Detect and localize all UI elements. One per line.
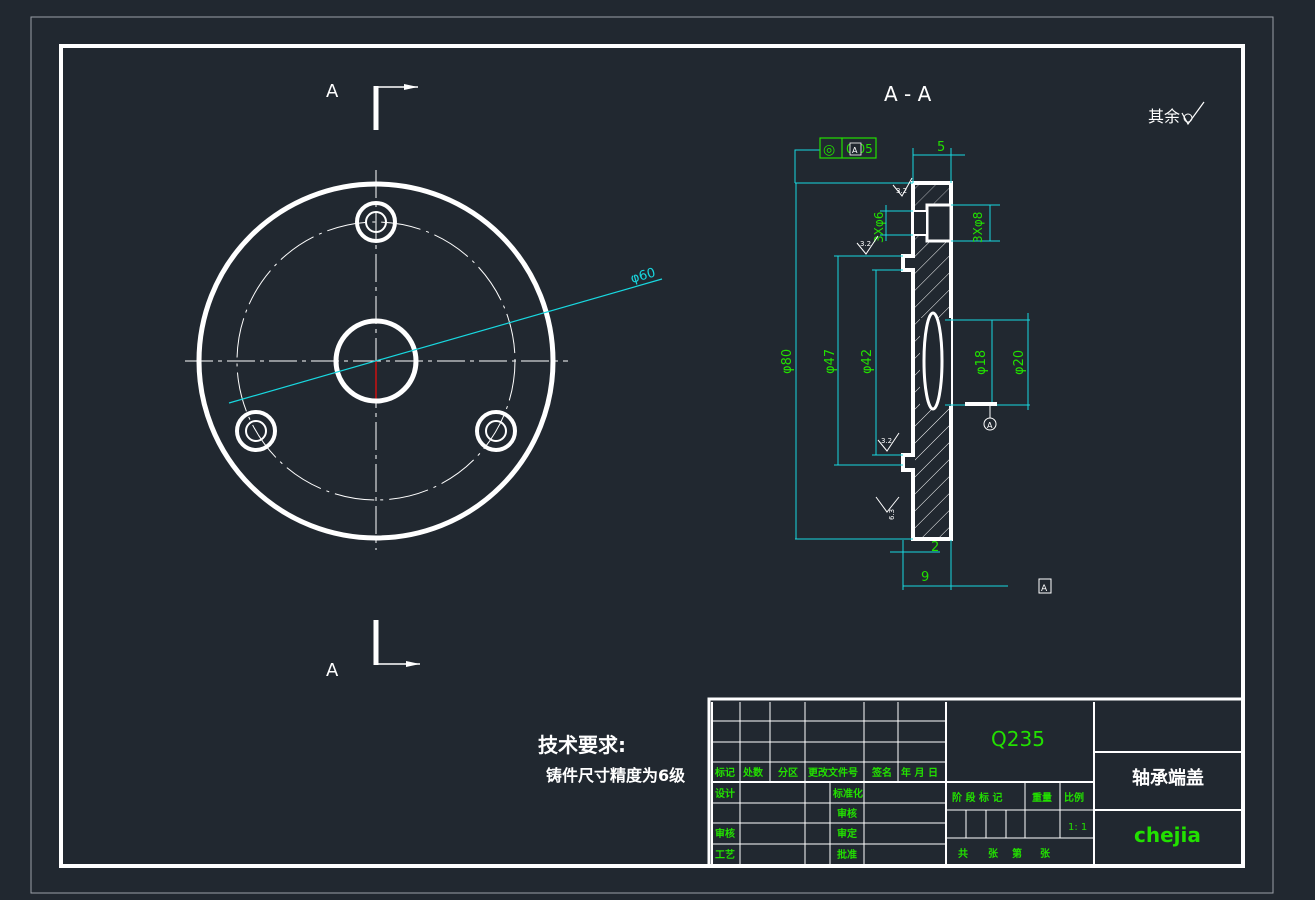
title-block: 标记 处数 分区 更改文件号 签名 年 月 日 设计 审核 工艺 标准化 审核 … bbox=[707, 697, 1245, 868]
bolt-hole-top bbox=[355, 201, 397, 243]
sheet-inner-border bbox=[59, 44, 1245, 868]
center-bore bbox=[333, 318, 419, 404]
tb-ratio: 比例 bbox=[1064, 791, 1084, 804]
tb-part-name: 轴承端盖 bbox=[1132, 767, 1204, 789]
tb-weight: 重量 bbox=[1032, 791, 1052, 804]
datum-box-letter: A bbox=[1041, 584, 1048, 594]
tb-sheet: 张 bbox=[988, 847, 999, 860]
dim-3x8: 3Xφ8 bbox=[971, 212, 985, 243]
tb-scale: 1: 1 bbox=[1068, 822, 1087, 833]
tech-req-line: 铸件尺寸精度为6级 bbox=[546, 766, 686, 785]
roughness-2: 3.2 bbox=[860, 240, 871, 248]
roughness-4: 6.3 bbox=[888, 509, 896, 520]
pcd-dim-label: φ60 bbox=[629, 266, 657, 287]
tb-sheet2: 张 bbox=[1040, 847, 1051, 860]
tb-approve: 批准 bbox=[837, 848, 857, 861]
pitch-circle bbox=[236, 221, 516, 501]
counterbore-hole bbox=[925, 203, 953, 243]
front-view: φ60 A A bbox=[185, 81, 663, 681]
dim-phi42: φ42 bbox=[860, 349, 875, 374]
roughness-other-note: 其余 bbox=[1148, 107, 1180, 126]
bore-section bbox=[922, 311, 944, 411]
tb-no: 第 bbox=[1012, 847, 1022, 860]
tb-check: 审核 bbox=[837, 807, 857, 820]
dim-phi47: φ47 bbox=[823, 349, 838, 374]
tb-header-3: 更改文件号 bbox=[808, 766, 858, 779]
tb-header-2: 分区 bbox=[778, 766, 798, 779]
dim-5: 5 bbox=[937, 140, 945, 155]
datum-letter: A bbox=[987, 421, 993, 430]
section-letter-top: A bbox=[326, 81, 339, 102]
tb-total: 共 bbox=[958, 847, 968, 860]
tolerance-datum: A bbox=[852, 146, 858, 155]
dim-9: 9 bbox=[921, 570, 929, 585]
tb-header-5: 年 月 日 bbox=[901, 766, 938, 779]
dim-phi20: φ20 bbox=[1012, 350, 1027, 375]
dim-2: 2 bbox=[931, 540, 939, 555]
tolerance-frame: ◎ 0.05 A bbox=[819, 137, 877, 159]
dim-phi18: φ18 bbox=[974, 350, 989, 375]
sheet-outer-border bbox=[30, 16, 1274, 894]
tb-review: 审核 bbox=[715, 827, 735, 840]
tb-stage-mark: 阶 段 标 记 bbox=[952, 791, 1002, 804]
tb-header-1: 处数 bbox=[742, 766, 764, 779]
tb-process: 工艺 bbox=[715, 848, 735, 861]
tb-standardize: 标准化 bbox=[832, 787, 863, 800]
pcd-dimension-line bbox=[228, 278, 663, 404]
tb-header-0: 标记 bbox=[714, 766, 735, 779]
section-view: A - A bbox=[780, 82, 1205, 594]
roughness-marks bbox=[856, 177, 913, 513]
section-letter-bottom: A bbox=[326, 660, 339, 681]
bolt-hole-right bbox=[475, 410, 517, 452]
flange-outer-circle bbox=[196, 181, 556, 541]
roughness-1: 3.2 bbox=[896, 187, 907, 195]
tb-design: 设计 bbox=[715, 787, 735, 800]
tb-header-4: 签名 bbox=[871, 766, 892, 779]
datum-circle bbox=[983, 417, 997, 431]
tech-req-title: 技术要求: bbox=[538, 733, 626, 757]
tb-material: Q235 bbox=[991, 727, 1045, 751]
dim-phi80: φ80 bbox=[780, 349, 795, 374]
section-title: A - A bbox=[884, 82, 932, 106]
bolt-hole-left bbox=[235, 410, 277, 452]
tb-confirm: 审定 bbox=[837, 827, 857, 840]
concentricity-symbol: ◎ bbox=[823, 142, 835, 158]
roughness-3: 3.2 bbox=[881, 437, 892, 445]
tb-company: chejia bbox=[1134, 823, 1201, 847]
dim-3x6: 3Xφ6 bbox=[872, 212, 886, 243]
